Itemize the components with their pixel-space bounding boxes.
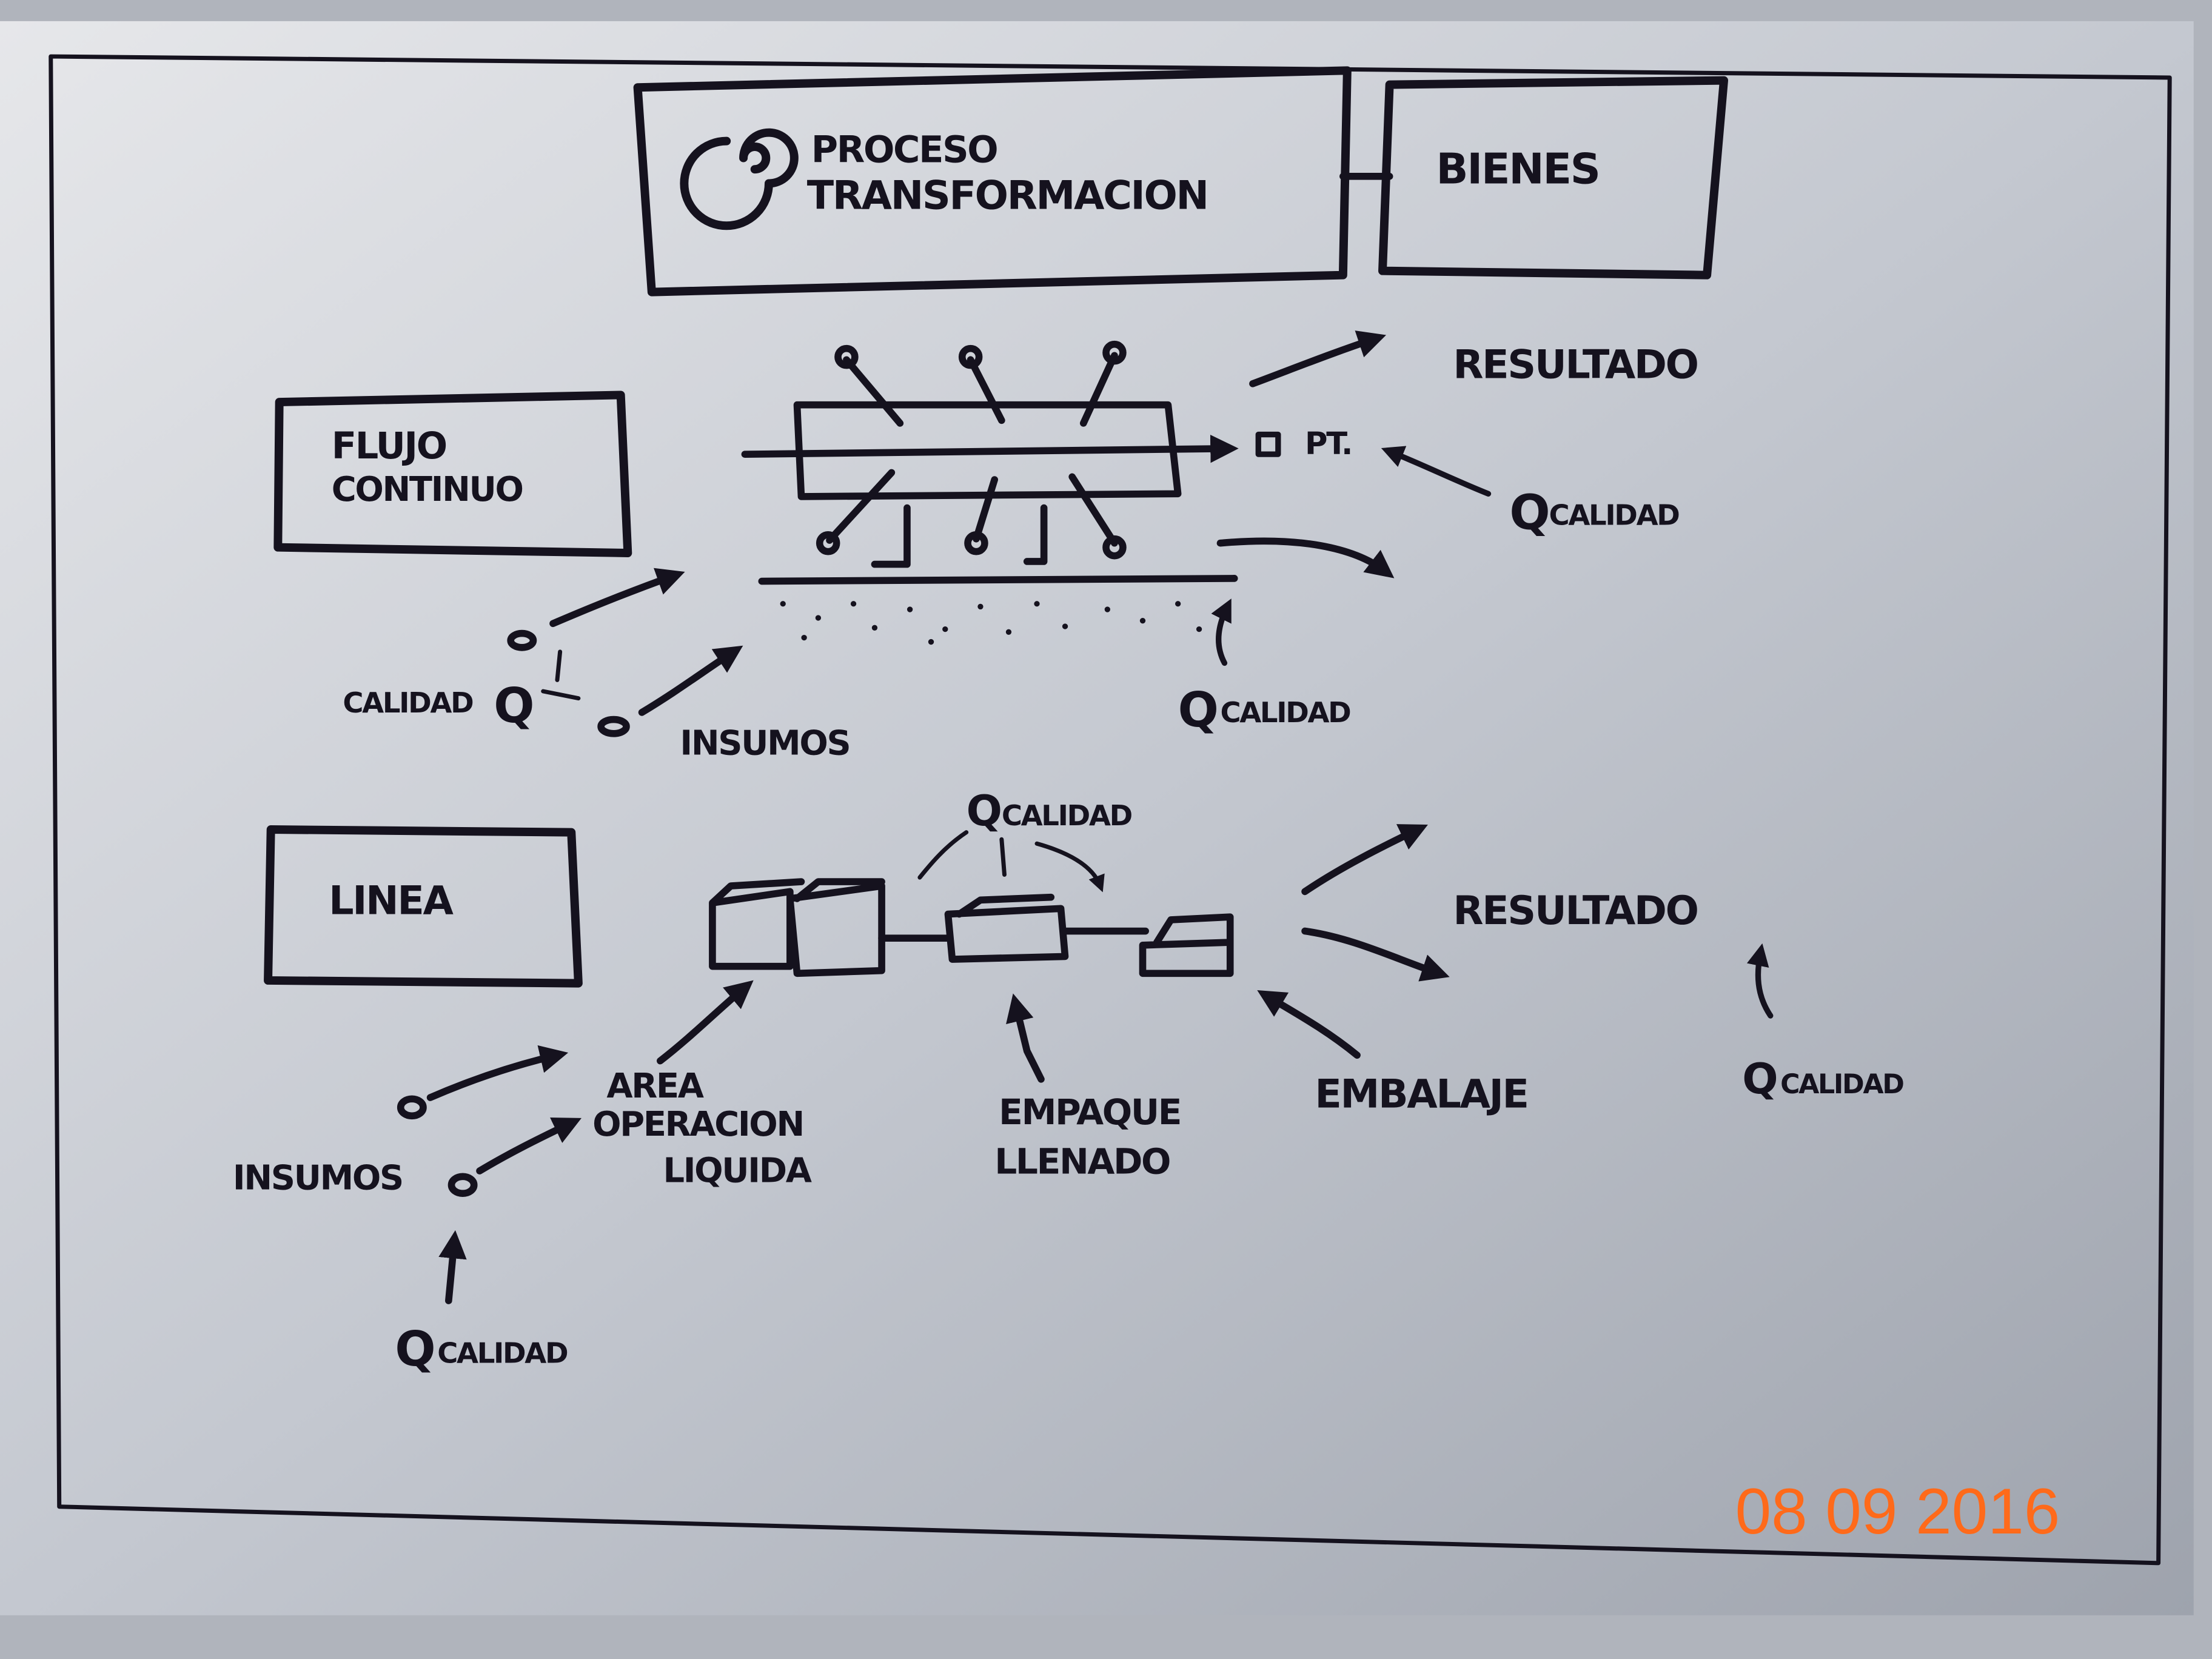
pt-label: PT. [1305, 426, 1352, 462]
linea-label: LINEA [329, 879, 454, 924]
continuous-flow-diagram: PT. [741, 340, 1353, 645]
area-label-3: LIQUIDA [663, 1151, 811, 1191]
arrow-quality-pt [1381, 446, 1492, 497]
q-symbol: Q [395, 1321, 434, 1377]
quality-bottom-label: CALIDAD [1220, 696, 1350, 729]
goods-box: BIENES [1378, 76, 1728, 280]
production-line-diagram [709, 878, 1234, 977]
arrow-result-up [1301, 824, 1428, 896]
arrow-output [1216, 537, 1395, 578]
arrow-inputs [638, 645, 743, 716]
arrow-quality-in [549, 568, 685, 628]
q-symbol: Q [1509, 484, 1549, 540]
flujo-label-2: CONTINUO [332, 470, 523, 509]
area-label-2: OPERACION [592, 1105, 803, 1144]
q-symbol: Q [494, 678, 533, 734]
quality-top-label: CALIDAD [1002, 799, 1132, 832]
outer-frame [49, 54, 2172, 1566]
flujo-label-1: FLUJO [332, 425, 446, 468]
spiral-icon [680, 128, 799, 230]
linea-result-label: RESULTADO [1453, 888, 1697, 934]
arrow-to-result [1249, 330, 1387, 387]
photo-date-stamp: 08 09 2016 [1735, 1475, 2060, 1547]
q-symbol: Q [1742, 1054, 1777, 1104]
pt-square-icon [1255, 431, 1281, 457]
arrow-result-down [1301, 927, 1450, 982]
linea-box: LINEA [264, 825, 583, 988]
q-symbol: Q [1178, 682, 1218, 738]
flujo-result-label: RESULTADO [1453, 343, 1697, 388]
quality-result-label: CALIDAD [1780, 1069, 1903, 1100]
inputs-label: INSUMOS [680, 724, 850, 763]
packing-label-2: LLENADO [994, 1141, 1170, 1182]
process-title-line1: PROCESO [811, 129, 997, 172]
quality-left-label: CALIDAD [343, 686, 473, 719]
arrow-quality-bottom [1211, 598, 1232, 666]
paper-sheet [0, 21, 2194, 1615]
packing-label-1: EMPAQUE [999, 1091, 1181, 1133]
q-symbol: Q [967, 786, 1001, 836]
area-label-1: AREA [606, 1067, 703, 1106]
process-title-line2: TRANSFORMACION [807, 173, 1208, 218]
flujo-continuo-box: FLUJO CONTINUO [273, 390, 632, 557]
quality-right-label: CALIDAD [1549, 498, 1680, 531]
quality-inputs-label: CALIDAD [437, 1336, 568, 1369]
crating-label: EMBALAJE [1315, 1071, 1527, 1117]
goods-label: BIENES [1436, 144, 1599, 193]
linea-inputs-label: INSUMOS [233, 1158, 403, 1198]
process-box: PROCESO TRANSFORMACION [633, 66, 1352, 297]
